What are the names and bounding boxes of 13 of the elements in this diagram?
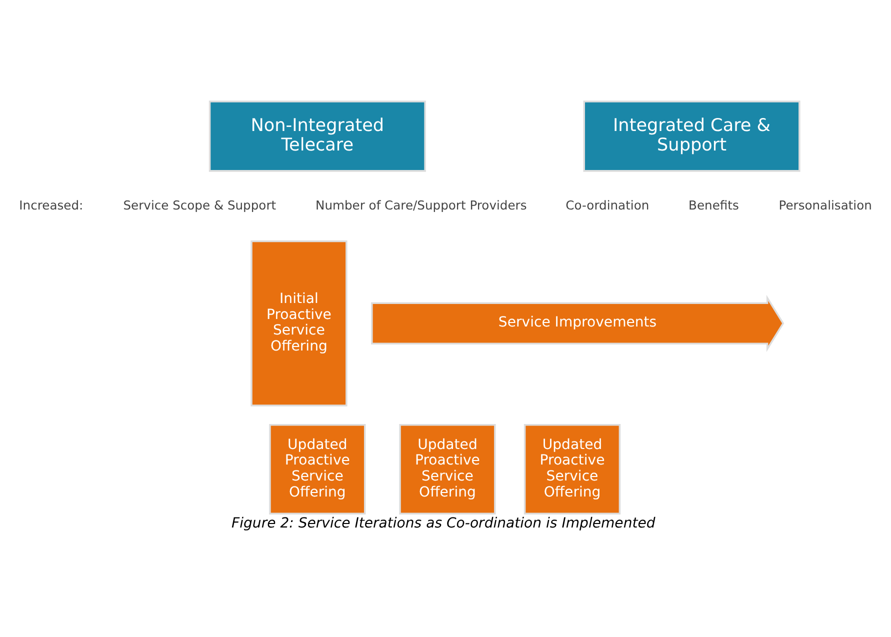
label: Increased: xyxy=(19,198,84,212)
label: Service Scope & Support xyxy=(123,198,276,212)
node-box: Updated Proactive Service Offering xyxy=(399,424,496,514)
node-box: Non-Integrated Telecare xyxy=(208,100,426,172)
label: Co-ordination xyxy=(566,198,650,212)
caption: Figure 2: Service Iterations as Co-ordination is Implemented xyxy=(232,515,656,532)
label: Number of Care/Support Providers xyxy=(315,198,527,212)
node-box: Updated Proactive Service Offering xyxy=(524,424,621,514)
node-box: Updated Proactive Service Offering xyxy=(269,424,366,514)
node-box: Integrated Care & Support xyxy=(583,100,800,172)
label: Benefits xyxy=(688,198,739,212)
label: Personalisation xyxy=(778,198,872,212)
node-box: Initial Proactive Service Offering xyxy=(250,240,348,406)
